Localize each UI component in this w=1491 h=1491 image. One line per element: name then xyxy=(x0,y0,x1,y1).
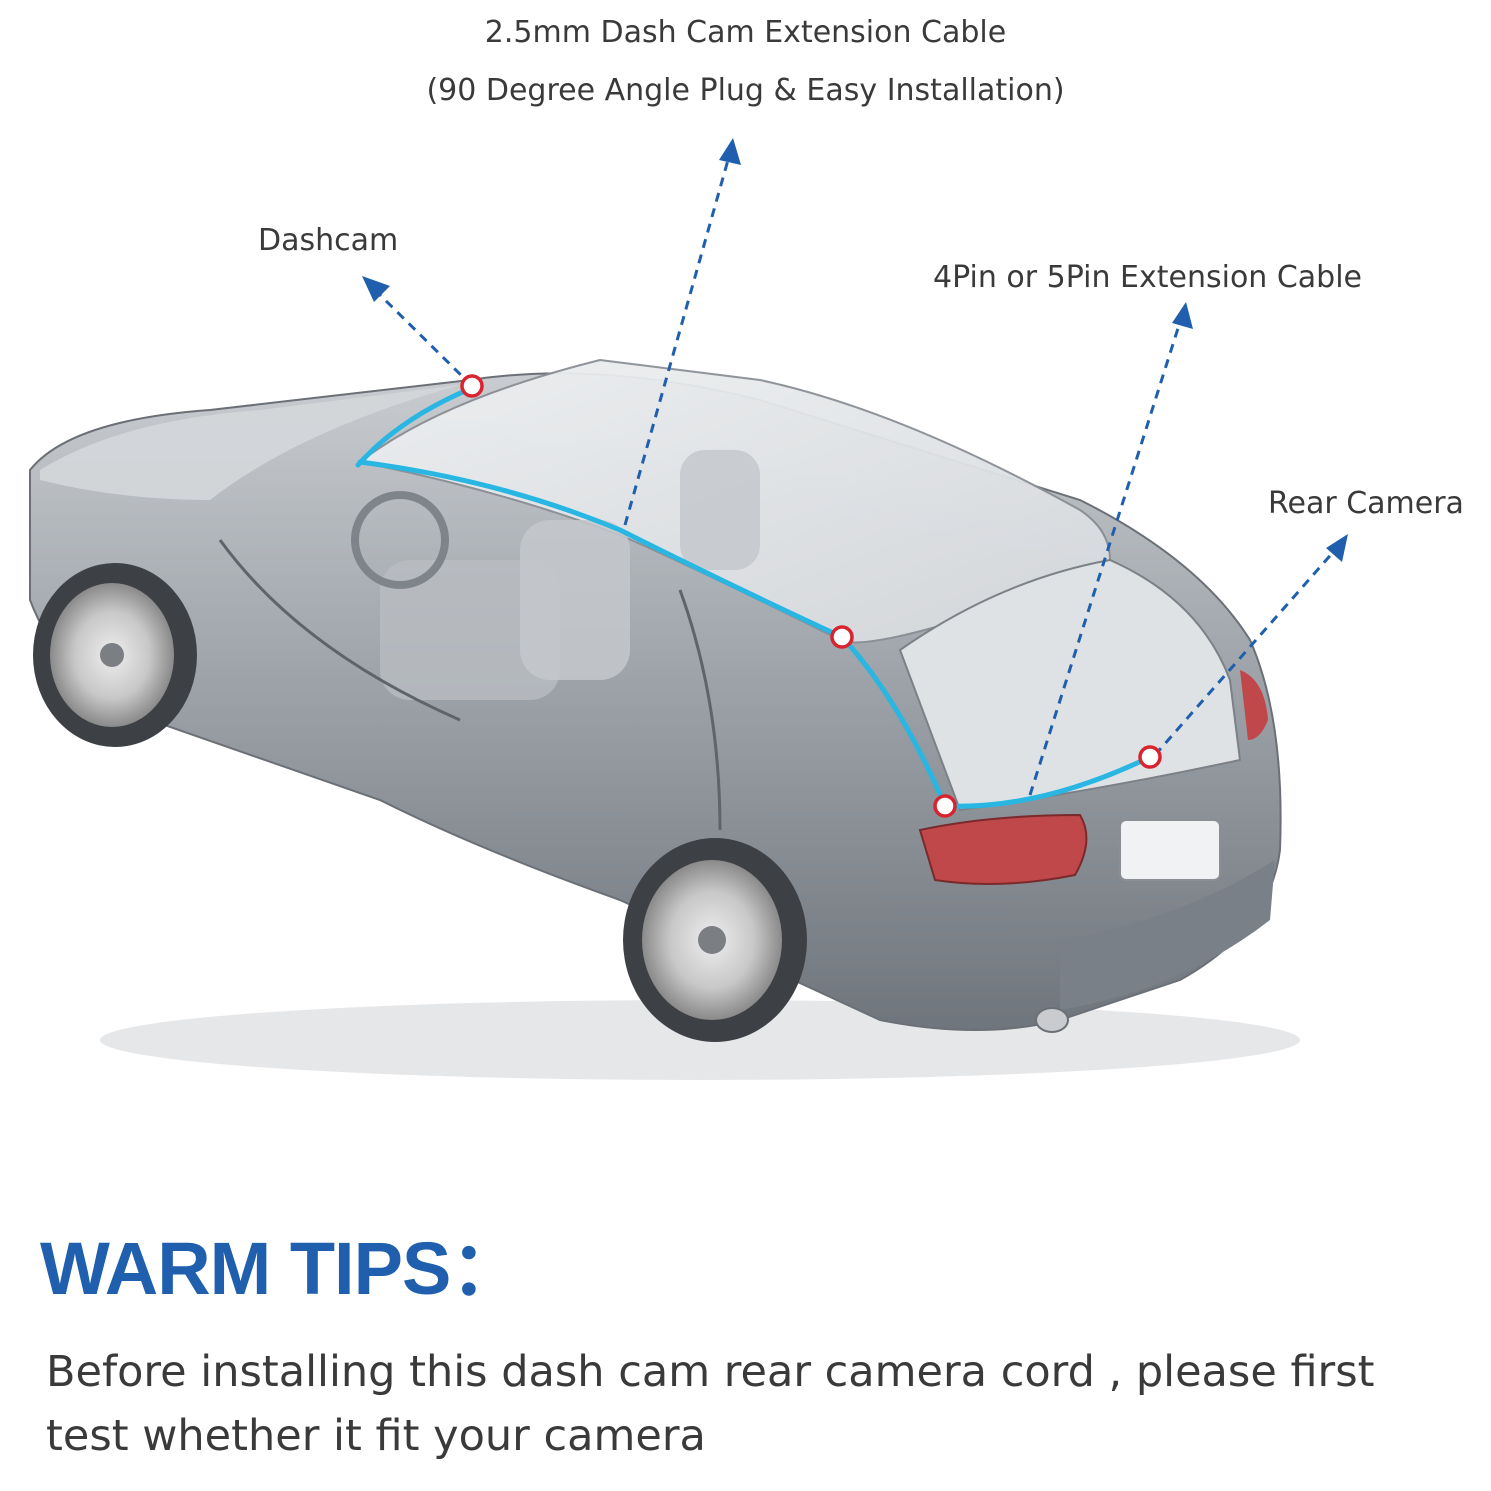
cable-25mm-label-line1: 2.5mm Dash Cam Extension Cable xyxy=(484,15,1007,50)
marker-pillar xyxy=(933,794,957,818)
arrow-25mm-cable xyxy=(623,138,741,526)
warm-tips-body: Before installing this dash cam rear cam… xyxy=(46,1347,1375,1461)
warm-tips-title: WARM TIPS： xyxy=(40,1227,524,1310)
marker-dashcam xyxy=(460,374,484,398)
marker-rear-camera xyxy=(1138,745,1162,769)
cable-25mm-label-line2: (90 Degree Angle Plug & Easy Installatio… xyxy=(426,73,1065,108)
rear-wheel xyxy=(623,838,807,1042)
cable-4pin-label: 4Pin or 5Pin Extension Cable xyxy=(933,260,1363,295)
rear-camera-label: Rear Camera xyxy=(1268,486,1464,521)
arrow-4pin-cable xyxy=(1028,302,1193,796)
arrow-dashcam xyxy=(362,276,474,388)
dashcam-label: Dashcam xyxy=(258,223,399,258)
front-wheel xyxy=(33,563,197,747)
arrow-rear-camera xyxy=(1153,534,1348,756)
marker-roof xyxy=(830,625,854,649)
car-wiring-diagram xyxy=(29,138,1348,1080)
car-illustration xyxy=(29,358,1300,1080)
